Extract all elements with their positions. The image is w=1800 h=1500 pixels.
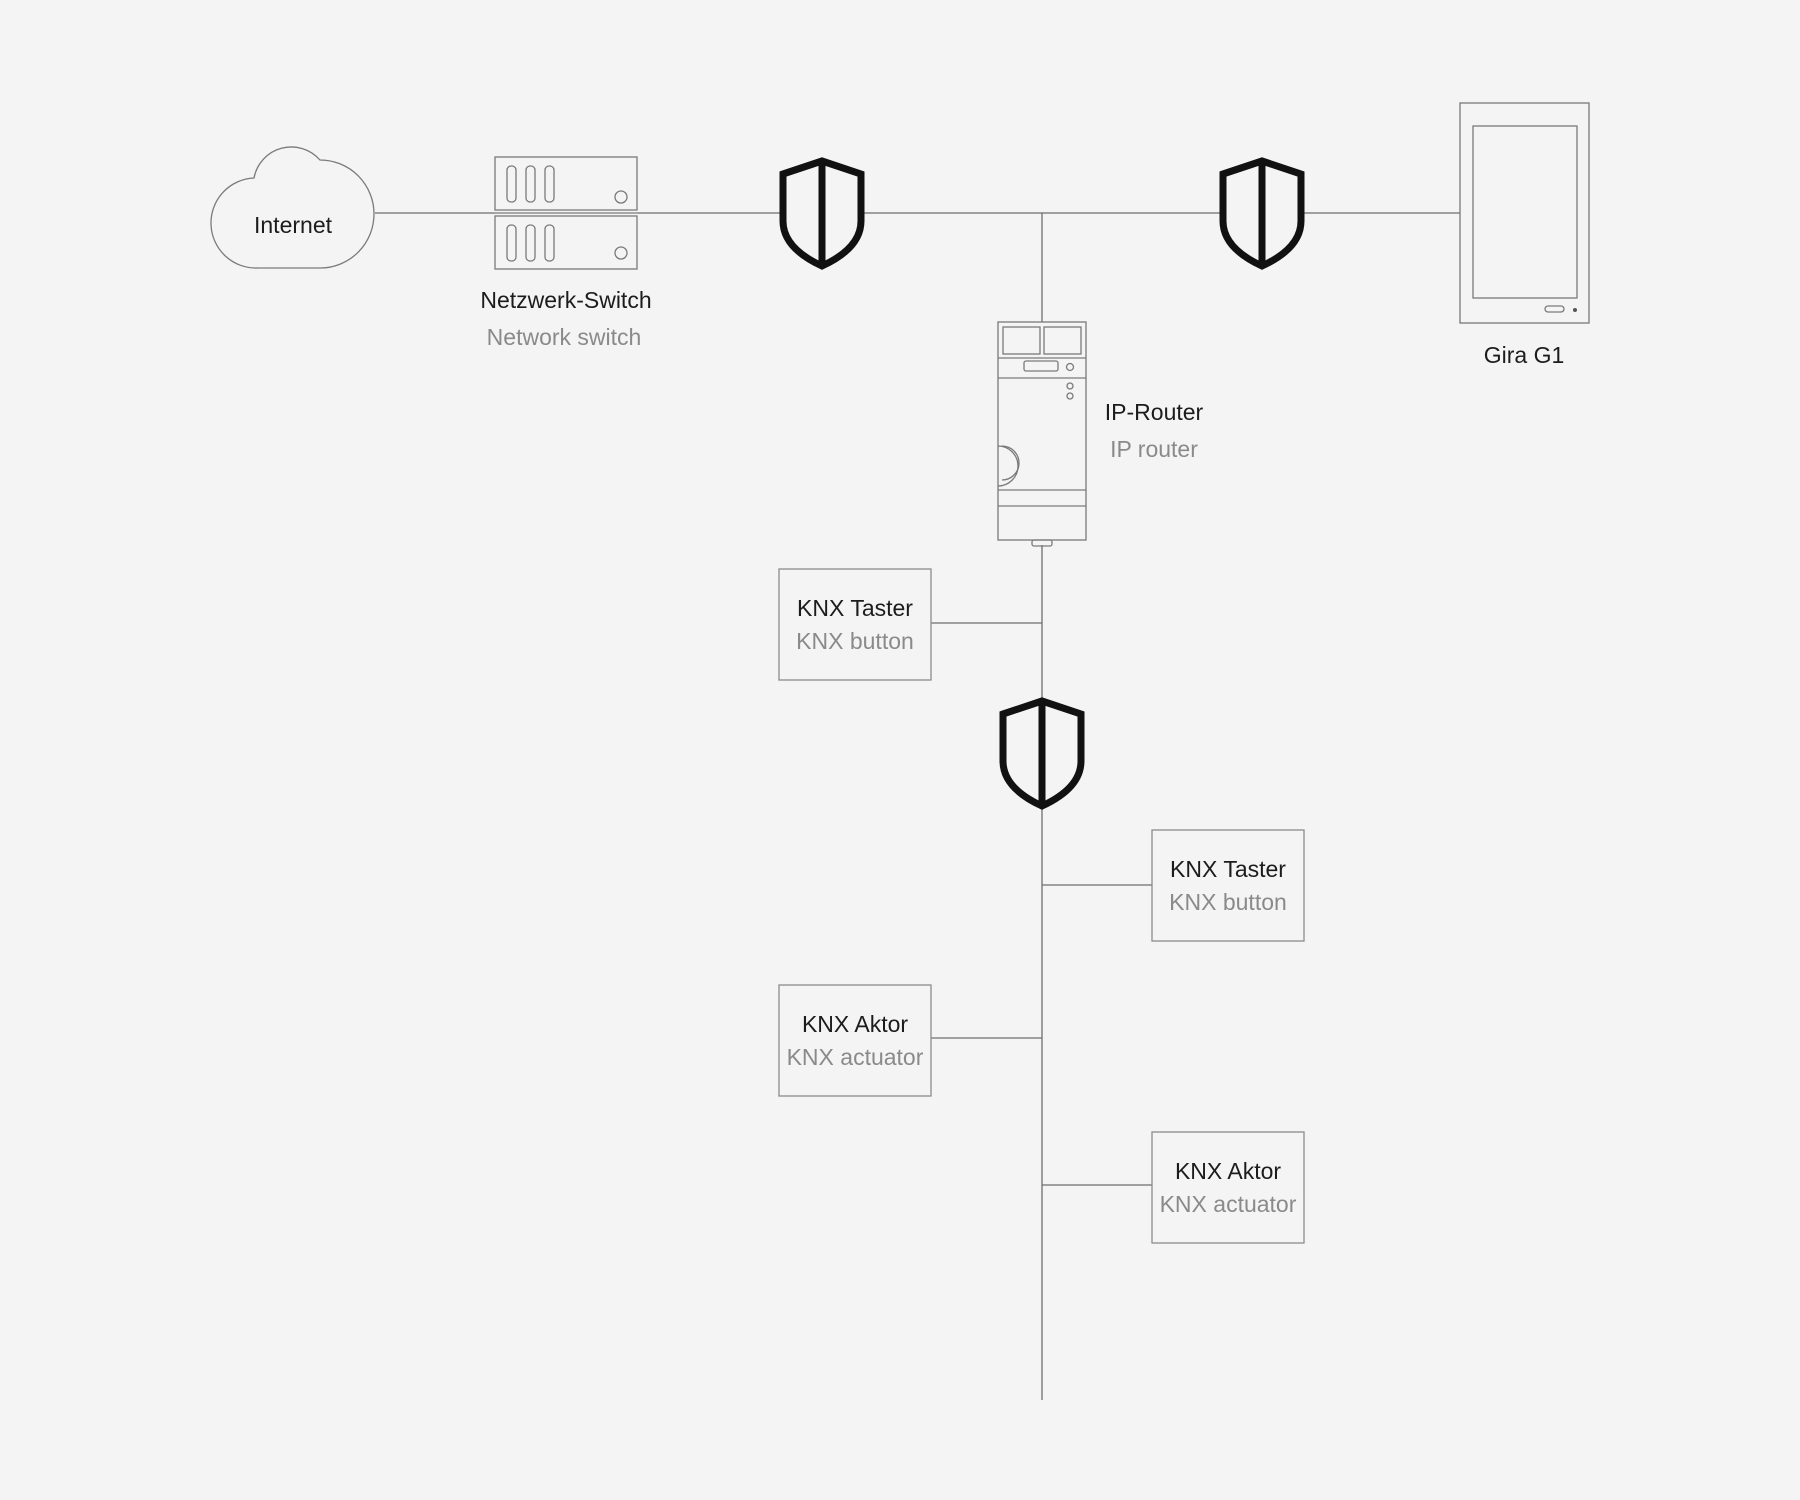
knx-button-sublabel: KNX button — [1169, 889, 1287, 915]
tablet-icon — [1459, 102, 1590, 324]
gira-g1-node: Gira G1 — [1459, 102, 1590, 368]
shield-icon — [999, 697, 1085, 810]
knx-actuator-label: KNX Aktor — [1175, 1158, 1281, 1184]
knx-button-label: KNX Taster — [1170, 856, 1286, 882]
internet-node: Internet — [210, 146, 375, 269]
ip-router-sublabel: IP router — [1110, 436, 1198, 462]
knx-button-label: KNX Taster — [797, 595, 913, 621]
network-switch-node: Netzwerk-Switch Network switch — [480, 156, 652, 350]
cloud-icon — [210, 146, 375, 269]
knx-button-node: KNX Taster KNX button — [778, 568, 932, 681]
internet-label: Internet — [254, 212, 333, 238]
knx-actuator-node: KNX Aktor KNX actuator — [778, 984, 932, 1097]
device-box — [778, 984, 932, 1097]
ip-router-node: IP-Router IP router — [997, 321, 1204, 547]
knx-actuator-sublabel: KNX actuator — [1160, 1191, 1297, 1217]
knx-actuator-label: KNX Aktor — [802, 1011, 908, 1037]
server-rack-icon — [494, 156, 638, 270]
device-box — [1151, 829, 1305, 942]
connection-lines — [375, 212, 1460, 1400]
gira-g1-label: Gira G1 — [1484, 342, 1565, 368]
ip-router-label: IP-Router — [1105, 399, 1204, 425]
shield-icon — [779, 157, 865, 270]
din-rail-router-icon — [997, 321, 1087, 547]
knx-actuator-node: KNX Aktor KNX actuator — [1151, 1131, 1305, 1244]
device-box — [778, 568, 932, 681]
network-switch-label: Netzwerk-Switch — [480, 287, 651, 313]
shield-icon — [1219, 157, 1305, 270]
knx-button-sublabel: KNX button — [796, 628, 914, 654]
network-switch-sublabel: Network switch — [487, 324, 642, 350]
device-box — [1151, 1131, 1305, 1244]
knx-button-node: KNX Taster KNX button — [1151, 829, 1305, 942]
knx-actuator-sublabel: KNX actuator — [787, 1044, 924, 1070]
